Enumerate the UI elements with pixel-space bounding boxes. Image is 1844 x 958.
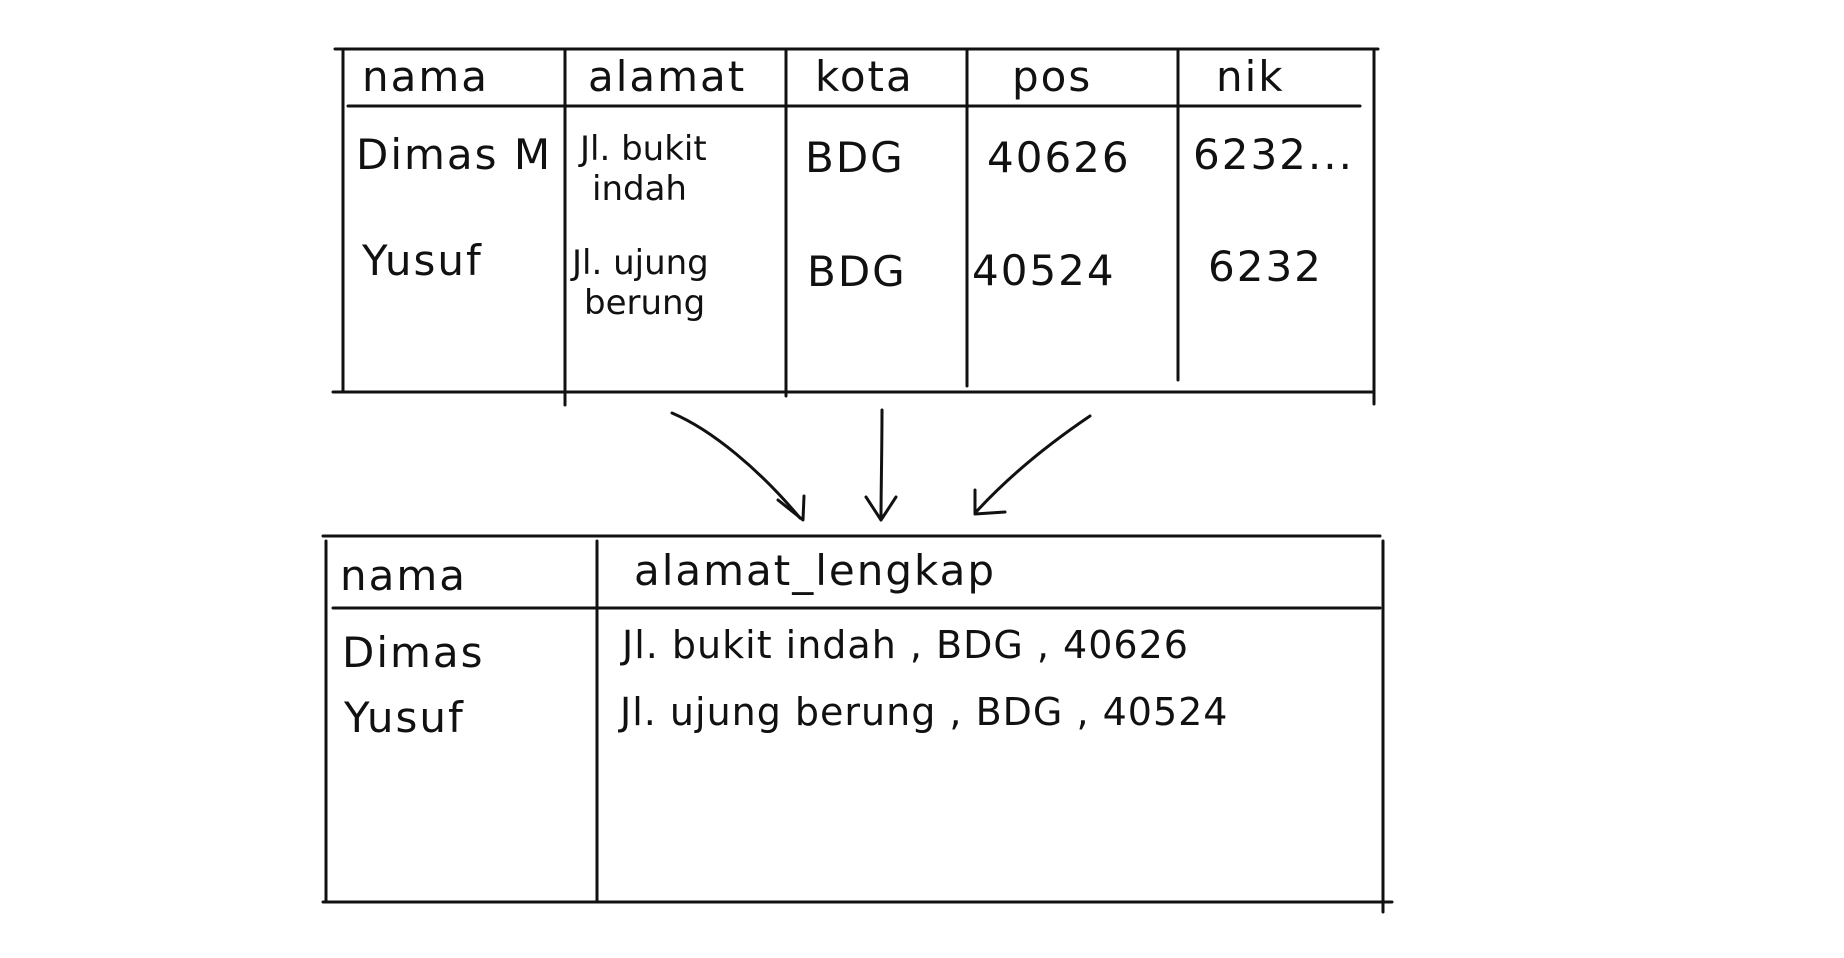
source-header-alamat: alamat	[588, 52, 747, 101]
arrow-middle	[879, 408, 884, 520]
arrow-left-head	[776, 494, 806, 522]
source-row2-alamat-line2: berung	[584, 283, 706, 323]
source-row1-kota: BDG	[805, 133, 905, 182]
source-row1-nik: 6232...	[1193, 130, 1354, 179]
arrow-left	[670, 411, 802, 520]
source-row2-nik: 6232	[1208, 242, 1323, 291]
result-row1-nama: Dimas	[342, 628, 485, 677]
source-row1-nama: Dimas M	[356, 130, 553, 179]
arrow-middle-head	[864, 495, 898, 522]
source-header-pos: pos	[1012, 52, 1093, 101]
source-table-grid	[331, 47, 1380, 407]
result-header-nama: nama	[340, 551, 468, 600]
arrow-right-head	[973, 488, 1007, 516]
result-row1-alamat-lengkap: Jl. bukit indah , BDG , 40626	[622, 623, 1189, 667]
transform-arrows	[670, 408, 1092, 522]
result-table-grid	[321, 534, 1394, 914]
arrow-right	[974, 414, 1092, 514]
source-header-kota: kota	[815, 52, 914, 101]
source-header-nama: nama	[362, 52, 490, 101]
source-header-nik: nik	[1216, 52, 1285, 101]
source-row2-nama: Yusuf	[362, 236, 483, 285]
source-row2-kota: BDG	[807, 247, 907, 296]
result-header-alamat-lengkap: alamat_lengkap	[634, 546, 997, 595]
result-row2-alamat-lengkap: Jl. ujung berung , BDG , 40524	[620, 690, 1229, 734]
source-row2-pos: 40524	[972, 246, 1116, 295]
source-row1-alamat-line2: indah	[592, 169, 687, 209]
source-row1-pos: 40626	[987, 133, 1131, 182]
result-row2-nama: Yusuf	[344, 693, 465, 742]
source-row1-alamat-line1: Jl. bukit	[580, 129, 707, 169]
source-row2-alamat-line1: Jl. ujung	[572, 243, 709, 283]
